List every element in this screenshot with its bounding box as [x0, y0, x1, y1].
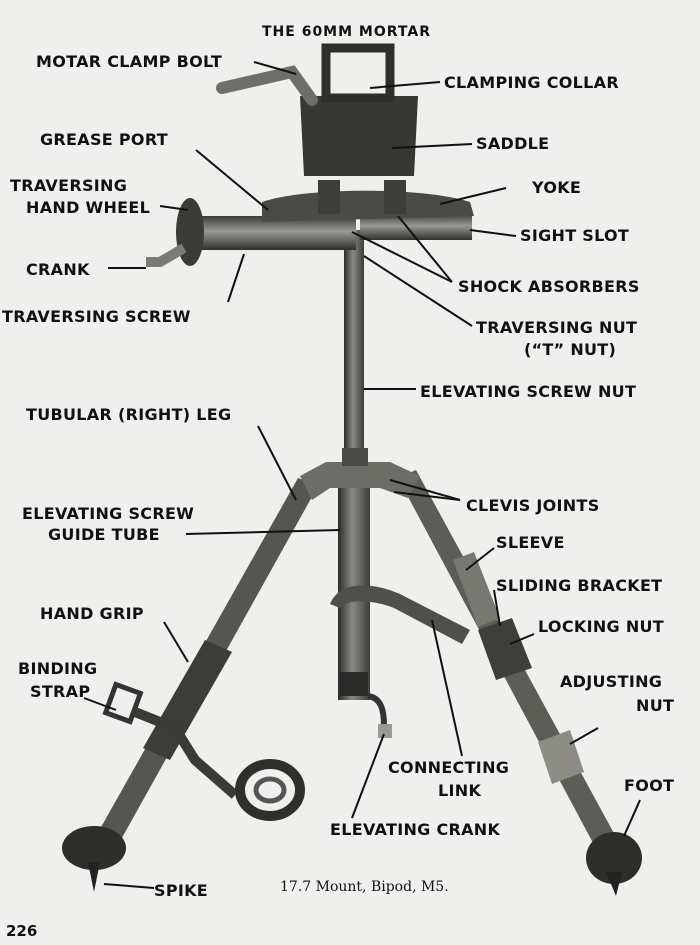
- right-spike-shape: [606, 872, 622, 896]
- label-motar-clamp-bolt: MOTAR CLAMP BOLT: [36, 52, 223, 71]
- label-elevating-screw-guide-tube-line1: ELEVATING SCREW: [22, 504, 195, 523]
- spike-shape: [88, 862, 100, 892]
- label-adjusting-nut-line2: NUT: [636, 696, 675, 715]
- elevating-crank-knob: [378, 724, 392, 738]
- right-foot-plate: [586, 832, 642, 884]
- label-saddle: SADDLE: [476, 134, 550, 153]
- label-elevating-screw-guide-tube-line2: GUIDE TUBE: [48, 525, 160, 544]
- label-traversing-nut-line2: (“T” NUT): [524, 340, 617, 359]
- clevis-joints-shape: [300, 462, 420, 500]
- label-elevating-screw-nut: ELEVATING SCREW NUT: [420, 382, 637, 401]
- label-clevis-joints: CLEVIS JOINTS: [466, 496, 600, 515]
- figure-caption: 17.7 Mount, Bipod, M5.: [280, 879, 449, 895]
- binding-strap-buckle: [102, 681, 144, 725]
- label-crank: CRANK: [26, 260, 90, 279]
- hand-grip: [143, 640, 232, 760]
- label-traversing-nut-line1: TRAVERSING NUT: [476, 318, 638, 337]
- binding-strap-band: [133, 707, 239, 799]
- crank-shape: [146, 243, 187, 267]
- shock-absorber-left: [318, 180, 340, 214]
- yoke-shape: [262, 190, 474, 222]
- label-sliding-bracket: SLIDING BRACKET: [496, 576, 663, 595]
- label-tubular-right-leg: TUBULAR (RIGHT) LEG: [26, 405, 232, 424]
- left-foot-plate: [62, 826, 126, 870]
- figure-title: THE 60MM MORTAR: [262, 24, 431, 40]
- page-number: 226: [6, 922, 38, 940]
- label-sight-slot: SIGHT SLOT: [520, 226, 630, 245]
- saddle-shape: [300, 96, 418, 176]
- traversing-screw-tube: [196, 216, 356, 250]
- label-clamping-collar: CLAMPING COLLAR: [444, 73, 619, 92]
- guide-tube-bottom: [340, 672, 368, 696]
- label-binding-strap-line2: STRAP: [30, 682, 91, 701]
- label-connecting-link-line1: CONNECTING: [388, 758, 510, 777]
- label-elevating-crank: ELEVATING CRANK: [330, 820, 501, 839]
- label-connecting-link-line2: LINK: [438, 781, 482, 800]
- label-foot: FOOT: [624, 776, 675, 795]
- elevating-screw-nut-lower: [342, 448, 368, 466]
- label-hand-grip: HAND GRIP: [40, 604, 144, 623]
- label-shock-absorbers: SHOCK ABSORBERS: [458, 277, 640, 296]
- label-traversing-hand-wheel-line1: TRAVERSING: [10, 176, 128, 195]
- label-binding-strap-line1: BINDING: [18, 659, 98, 678]
- coiled-strap: [235, 759, 305, 821]
- elevating-screw-guide-tube: [338, 462, 370, 700]
- motar-clamp-bolt-shape: [216, 65, 318, 106]
- label-spike: SPIKE: [154, 881, 209, 900]
- elevating-crank-shape: [367, 693, 387, 727]
- label-adjusting-nut-line1: ADJUSTING: [560, 672, 663, 691]
- label-locking-nut: LOCKING NUT: [538, 617, 665, 636]
- leader-lines: [83, 61, 641, 889]
- label-grease-port: GREASE PORT: [40, 130, 168, 149]
- label-sleeve: SLEEVE: [496, 533, 565, 552]
- elevating-screw: [344, 230, 364, 462]
- shock-absorber-right: [384, 180, 406, 214]
- sleeve: [453, 552, 500, 627]
- label-traversing-hand-wheel-line2: HAND WHEEL: [26, 198, 151, 217]
- label-traversing-screw: TRAVERSING SCREW: [2, 307, 191, 326]
- label-yoke: YOKE: [532, 178, 582, 197]
- locking-nut-shape: [478, 618, 532, 680]
- clamping-collar-top: [321, 43, 395, 103]
